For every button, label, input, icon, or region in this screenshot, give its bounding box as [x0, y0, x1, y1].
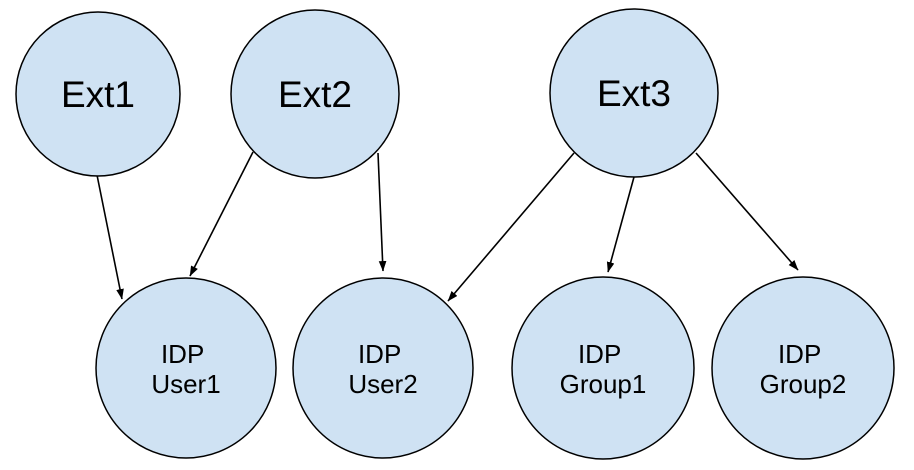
node-idp-group1-label-line1: IDP	[578, 339, 621, 369]
node-idp-user2: IDP User2	[292, 277, 474, 459]
node-idp-user1-label-line1: IDP	[161, 339, 204, 369]
node-idp-user2-label: IDP User2	[348, 339, 417, 399]
edge-ext1-to-idp-user1	[96, 174, 124, 300]
node-idp-user1-label-line2: User1	[151, 369, 220, 399]
node-idp-group2-shape	[711, 276, 895, 460]
node-ext3: Ext3	[549, 8, 719, 178]
node-ext3-shape	[549, 8, 719, 178]
node-idp-user1-label: IDP User1	[151, 339, 220, 399]
node-idp-group2: IDP Group2	[711, 276, 895, 460]
edge-ext3-to-idp-group1	[606, 176, 635, 273]
node-ext1-label: Ext1	[61, 74, 135, 115]
node-idp-group1-label: IDP Group1	[560, 339, 647, 399]
node-ext1-shape	[15, 11, 181, 177]
node-idp-group2-label-line1: IDP	[778, 339, 821, 369]
node-idp-group2-label: IDP Group2	[760, 339, 847, 399]
node-idp-group2-label-line2: Group2	[760, 369, 847, 399]
node-idp-user2-label-line2: User2	[348, 369, 417, 399]
node-ext3-label: Ext3	[597, 73, 671, 114]
node-idp-group1-label-line2: Group1	[560, 369, 647, 399]
node-ext1: Ext1	[15, 11, 181, 177]
node-idp-user1-shape	[95, 277, 277, 459]
node-ext2-shape	[230, 9, 400, 179]
node-idp-user2-shape	[292, 277, 474, 459]
edge-ext2-to-idp-user1	[189, 151, 254, 277]
edge-ext3-to-idp-group2	[695, 152, 799, 271]
node-idp-user1: IDP User1	[95, 277, 277, 459]
edge-ext2-to-idp-user2	[377, 152, 387, 272]
node-ext2-label: Ext2	[278, 74, 352, 115]
edge-ext3-to-idp-user2	[447, 152, 575, 302]
node-ext2: Ext2	[230, 9, 400, 179]
node-idp-group1-shape	[511, 276, 695, 460]
node-idp-user2-label-line1: IDP	[358, 339, 401, 369]
node-idp-group1: IDP Group1	[511, 276, 695, 460]
